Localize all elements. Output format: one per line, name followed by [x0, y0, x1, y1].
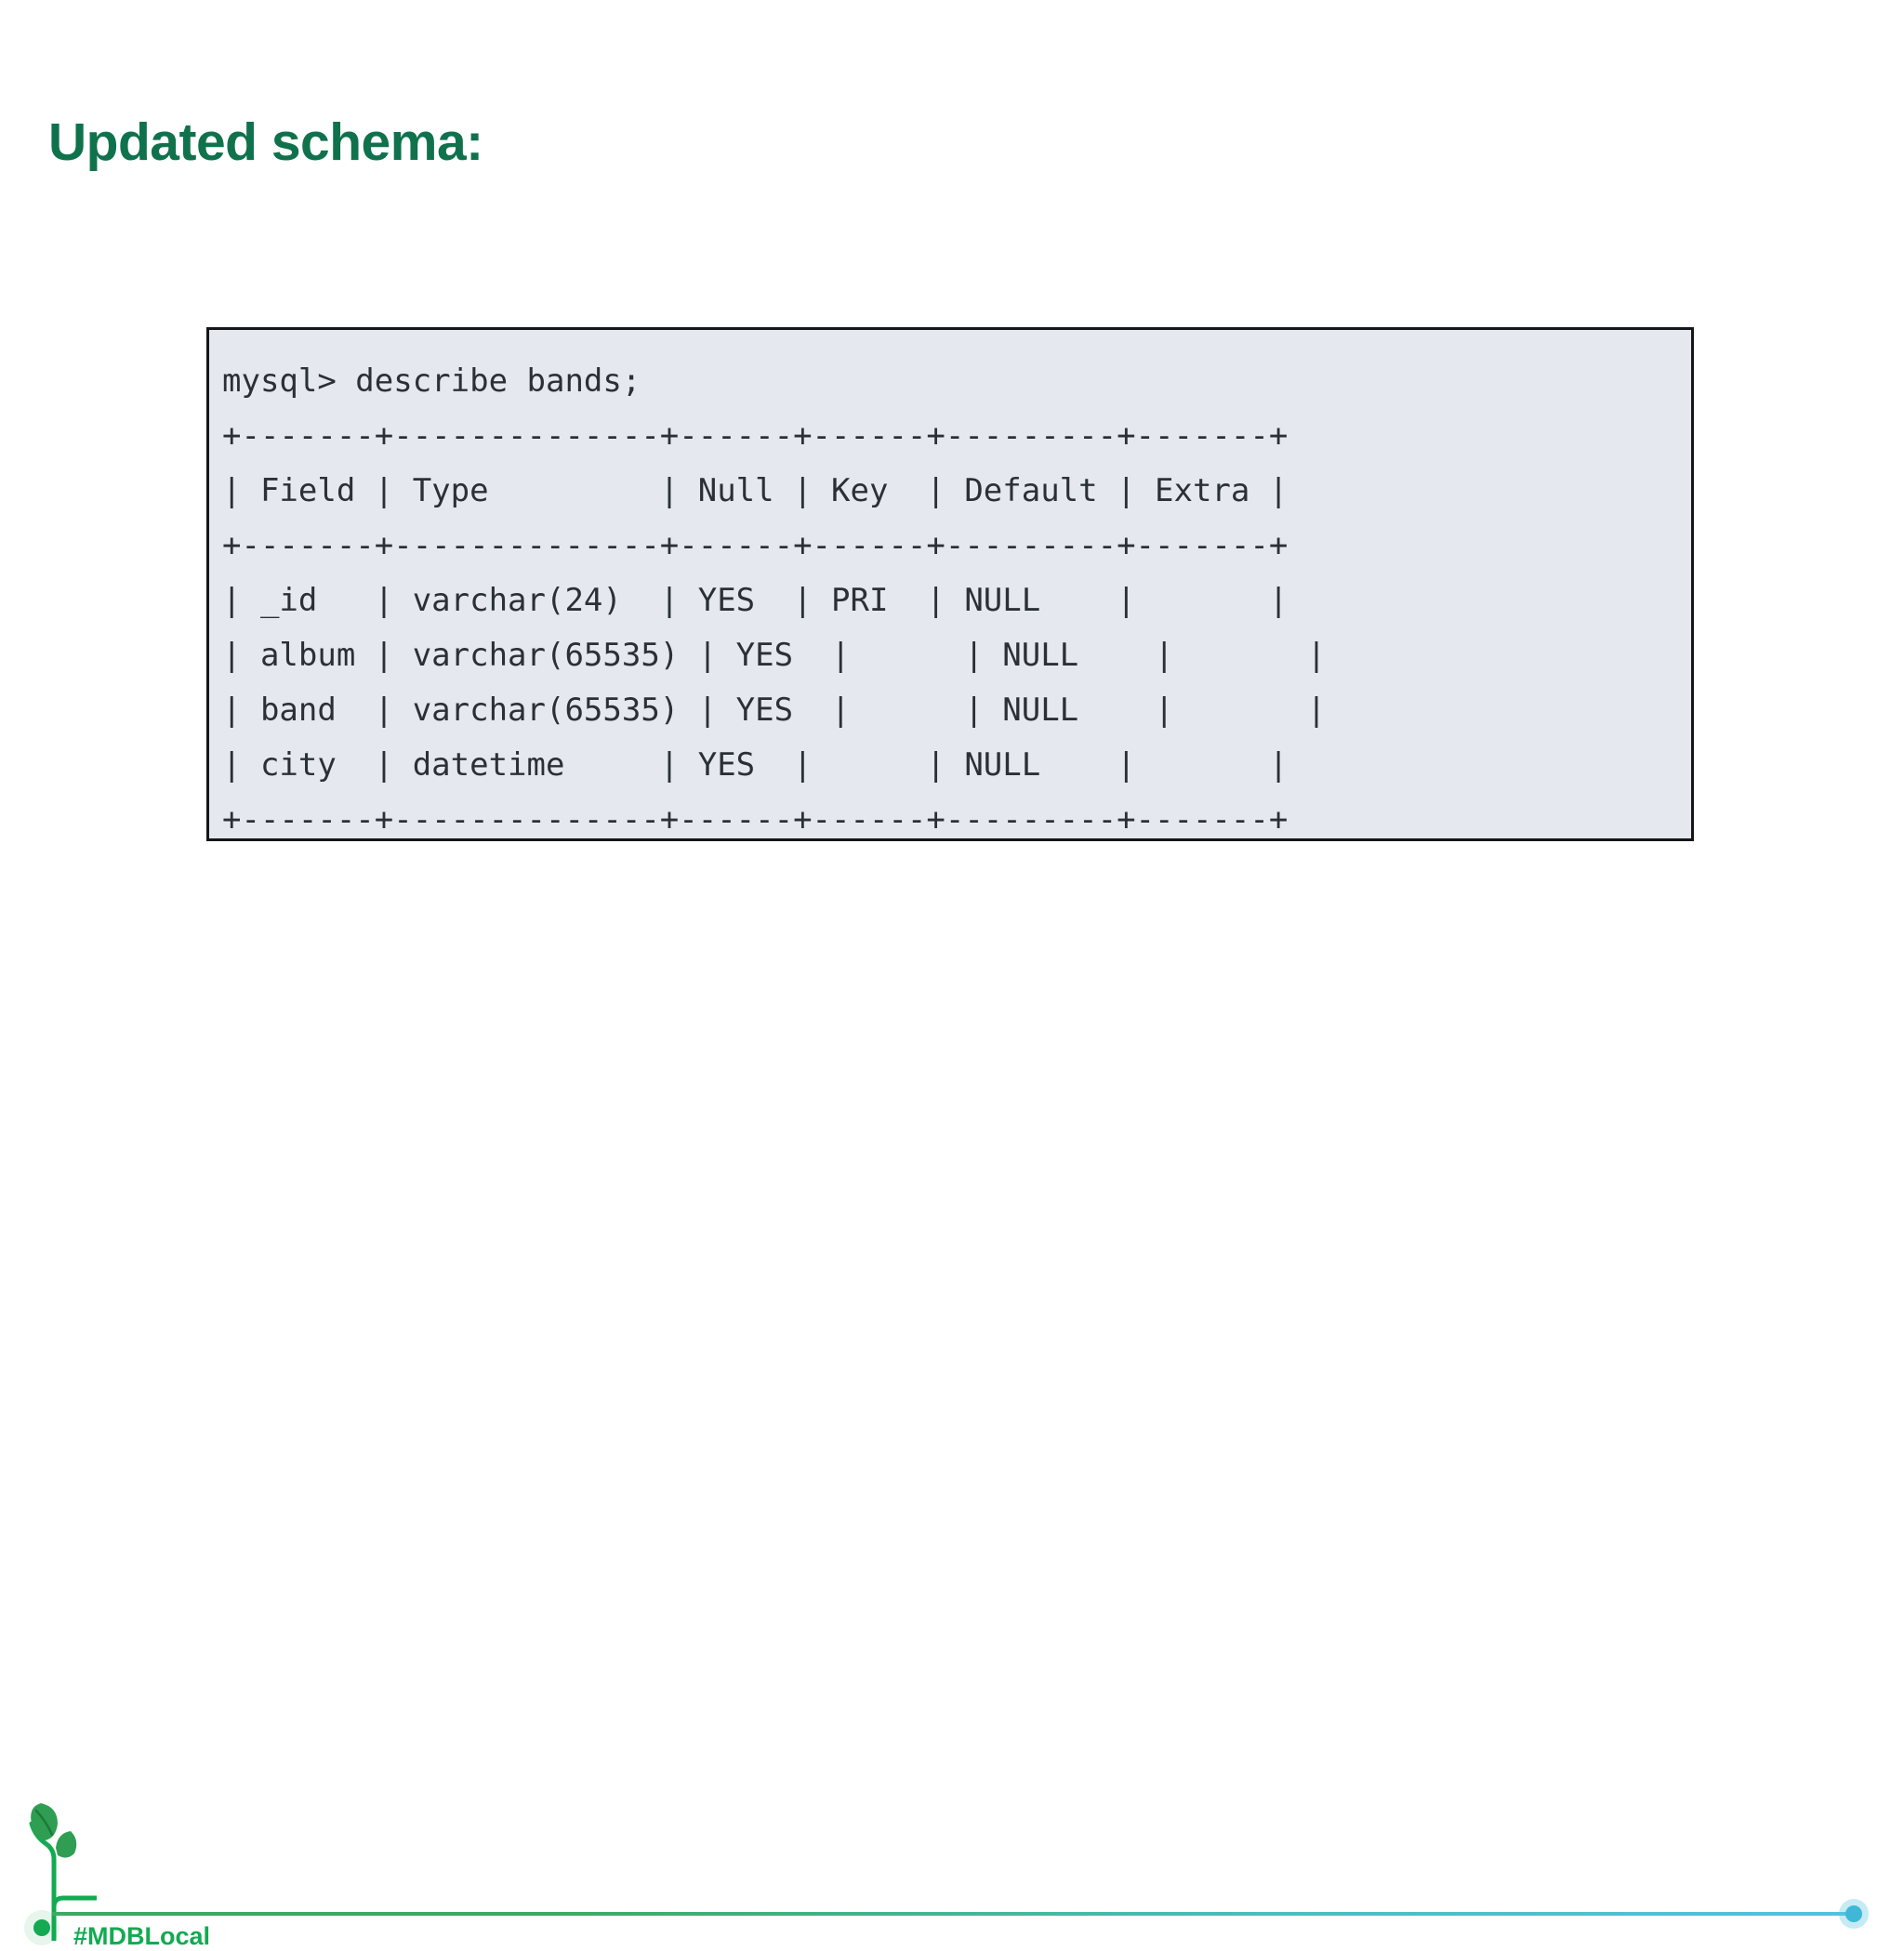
footer-dot-right [1845, 1905, 1862, 1922]
table-row: | album | varchar(65535) | YES | | NULL … [222, 637, 1327, 674]
slide-footer: #MDBLocal [0, 892, 1904, 1950]
footer-rule [52, 1912, 1852, 1916]
footer-dot-left [33, 1919, 50, 1936]
table-row: | city | datetime | YES | | NULL | | [222, 746, 1289, 784]
footer-hashtag: #MDBLocal [73, 1922, 211, 1950]
terminal-separator-top: +-------+--------------+------+------+--… [222, 417, 1289, 455]
terminal-header-row: | Field | Type | Null | Key | Default | … [222, 472, 1289, 509]
terminal-prompt-line: mysql> describe bands; [222, 363, 641, 400]
terminal-separator-mid: +-------+--------------+------+------+--… [222, 527, 1289, 564]
table-row: | band | varchar(65535) | YES | | NULL |… [222, 692, 1327, 729]
page-title: Updated schema: [48, 112, 483, 172]
terminal-separator-bottom: +-------+--------------+------+------+--… [222, 801, 1289, 838]
table-row: | _id | varchar(24) | YES | PRI | NULL |… [222, 582, 1289, 619]
terminal-code-block: mysql> describe bands; +-------+--------… [206, 327, 1694, 841]
terminal-content: mysql> describe bands; +-------+--------… [209, 330, 1691, 838]
